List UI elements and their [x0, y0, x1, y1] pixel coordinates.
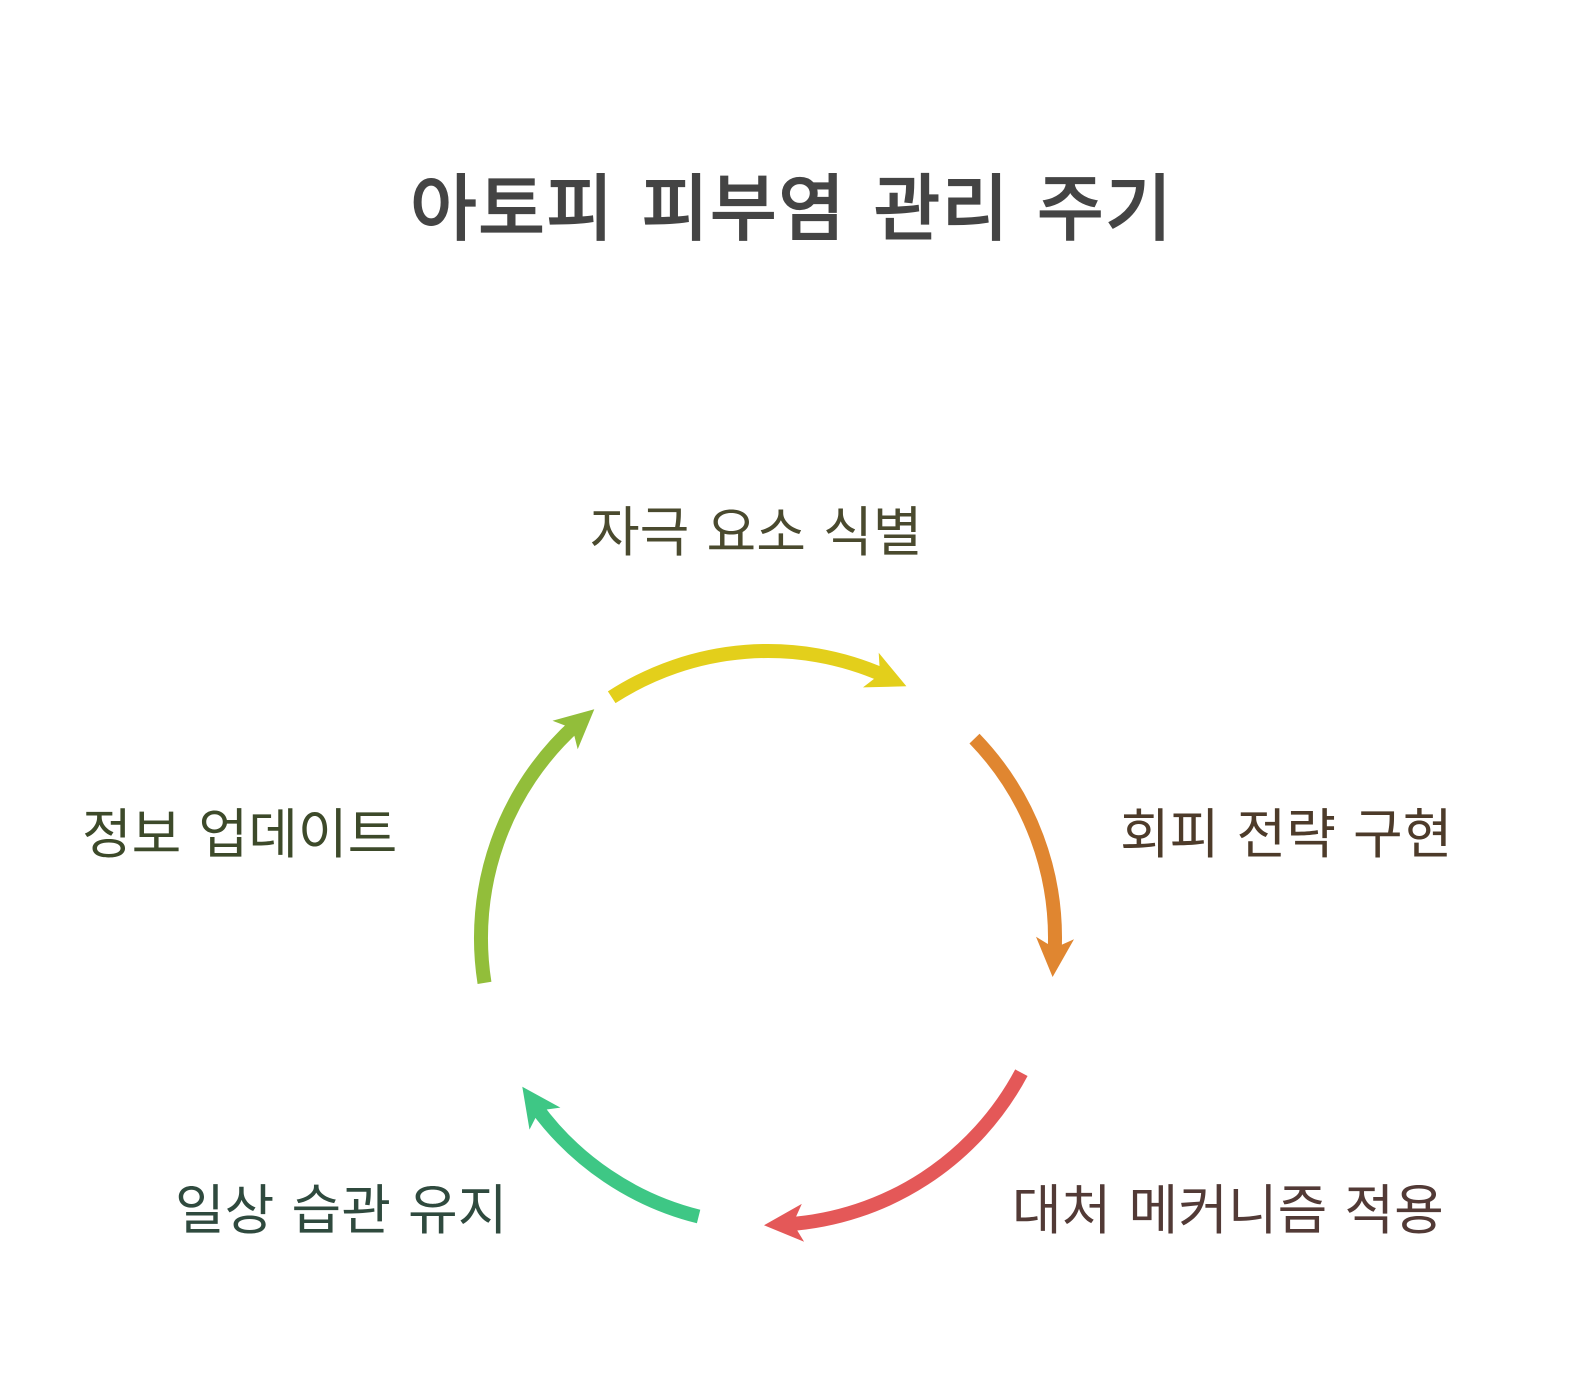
step-label-identify-triggers: 자극 요소 식별: [590, 501, 923, 564]
arc-arrow-4: [530, 1102, 701, 1224]
step-label-coping-mechanism: 대처 메커니즘 적용: [1012, 1179, 1444, 1242]
arc-arrow-3-head: [764, 1203, 805, 1242]
arc-arrow-4-head: [522, 1086, 561, 1130]
arc-arrow-5-head: [552, 709, 595, 750]
arc-arrow-5: [474, 719, 581, 984]
arc-arrow-1: [607, 644, 888, 704]
arc-arrow-1-head: [863, 652, 907, 688]
step-label-avoidance-strategy: 회피 전략 구현: [1120, 803, 1453, 866]
arc-arrow-2: [969, 733, 1062, 954]
step-label-update-information: 정보 업데이트: [82, 803, 398, 866]
diagram-title: 아토피 피부염 관리 주기: [410, 167, 1174, 251]
step-label-daily-habits: 일상 습관 유지: [175, 1179, 508, 1242]
arc-arrow-2-head: [1036, 936, 1074, 977]
arc-arrow-3: [787, 1069, 1028, 1232]
